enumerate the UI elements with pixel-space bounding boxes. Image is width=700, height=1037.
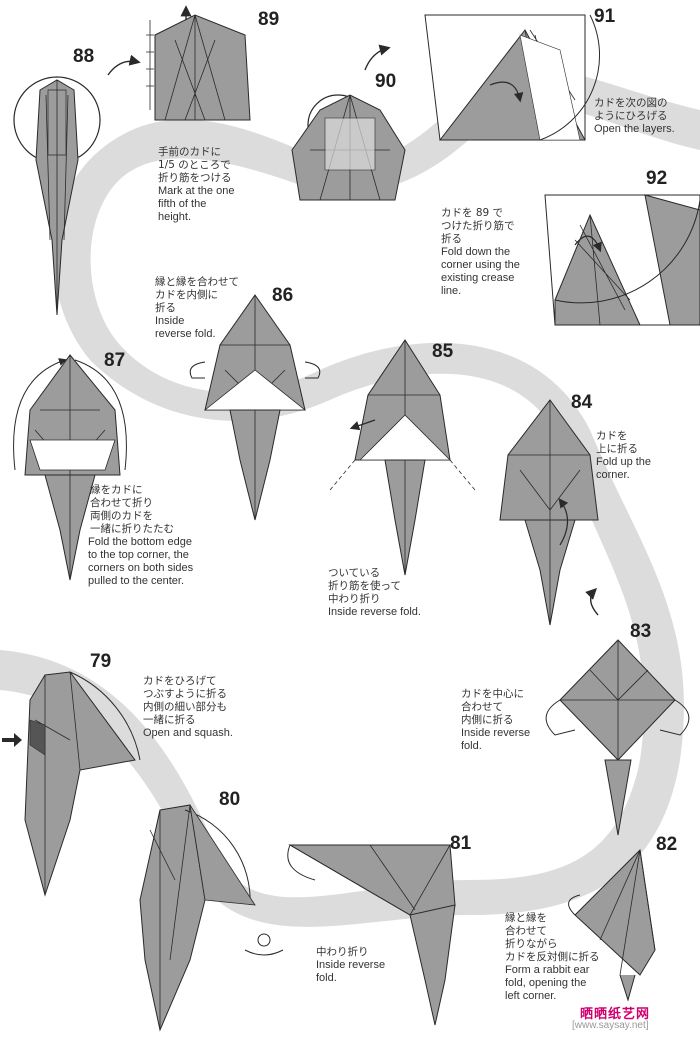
note-84: カドを 上に折る Fold up the corner. [596,430,652,481]
note-82: 縁と縁を 合わせて 折りながら カドを反対側に折る Form a rabbit … [505,912,600,1002]
arrow-90-91 [364,44,391,71]
watermark-logo: 晒晒纸艺网 [580,1007,651,1022]
note-92: カドを 89 で つけた折り筋で 折る Fold down the corner… [441,207,520,297]
note-86: 縁と縁を合わせて カドを内側に 折る Inside reverse fold. [155,276,239,340]
figure-85 [329,339,476,576]
note-79: カドをひろげて つぶすように折る 内側の細い部分も 一緒に折る Open and… [143,675,233,739]
figure-82 [568,848,656,1002]
figure-90 [291,94,406,201]
step-number: 92 [646,168,667,189]
figure-84 [499,399,599,626]
figure-87 [13,354,127,581]
figure-88 [13,76,101,316]
figure-86 [189,294,321,521]
step-number: 84 [571,392,593,413]
step-number: 81 [450,833,472,854]
figure-79 [2,671,141,897]
figure-91 [424,14,600,141]
arrow-83-84 [585,588,599,616]
note-85: ついている 折り筋を使って 中わり折り Inside reverse fold. [328,567,421,618]
watermark-url: [www.saysay.net] [572,1020,649,1031]
step-number: 85 [432,341,454,362]
step-number: 83 [630,621,651,642]
step-number: 82 [656,834,677,855]
step-number: 90 [375,71,396,92]
step-number: 86 [272,285,293,306]
note-81: 中わり折り Inside reverse fold. [316,946,386,984]
note-87: 縁をカドに 合わせて折り 両側のカドを 一緒に折りたたむ Fold the bo… [88,484,194,587]
sequence-path [0,68,700,927]
step-number: 89 [258,9,279,30]
figure-83 [545,639,690,836]
step-number: 91 [594,6,616,27]
step-number: 80 [219,789,240,810]
figure-81 [287,844,456,1026]
note-91: カドを次の図の ようにひろげる Open the layers. [594,97,675,135]
note-89: 手前のカドに 1/5 のところで 折り筋をつける Mark at the one… [158,146,235,223]
step-number: 79 [90,651,111,672]
note-83: カドを中心に 合わせて 内側に折る Inside reverse fold. [461,688,531,752]
figure-92 [544,194,700,326]
step-number: 88 [73,46,94,67]
figure-80 [139,804,284,1032]
step-number: 87 [104,350,125,371]
arrow-88-89 [107,54,141,76]
watermark: 晒晒纸艺网 [www.saysay.net] [566,1003,700,1037]
figure-89 [146,5,251,121]
